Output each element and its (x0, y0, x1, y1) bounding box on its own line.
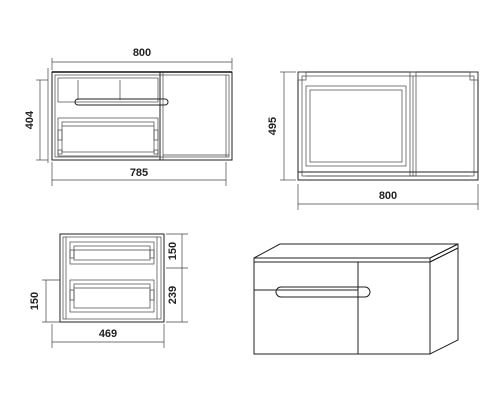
side-left-label: 150 (29, 292, 41, 310)
front-view (47, 68, 233, 163)
perspective-view (253, 243, 459, 355)
side-left-dimension: 150 (29, 279, 60, 323)
front-height-dimension: 404 (24, 79, 48, 161)
side-view (59, 233, 165, 323)
top-width-dimension: 800 (297, 184, 479, 210)
side-upper-label: 150 (167, 242, 179, 260)
side-depth-label: 469 (99, 328, 117, 340)
front-width-bottom-label: 785 (130, 167, 148, 179)
side-depth-dimension: 469 (51, 324, 165, 348)
front-width-top-label: 800 (133, 47, 151, 59)
top-depth-dimension: 495 (267, 71, 296, 181)
front-height-label: 404 (24, 110, 36, 129)
side-lower-label: 239 (167, 286, 179, 304)
top-width-label: 800 (379, 190, 397, 202)
front-top-dimension: 800 (51, 47, 233, 70)
side-right-dimensions: 150 239 (166, 233, 188, 323)
top-depth-label: 495 (267, 117, 279, 135)
front-bottom-dimension: 785 (51, 162, 227, 186)
top-view (297, 71, 479, 181)
